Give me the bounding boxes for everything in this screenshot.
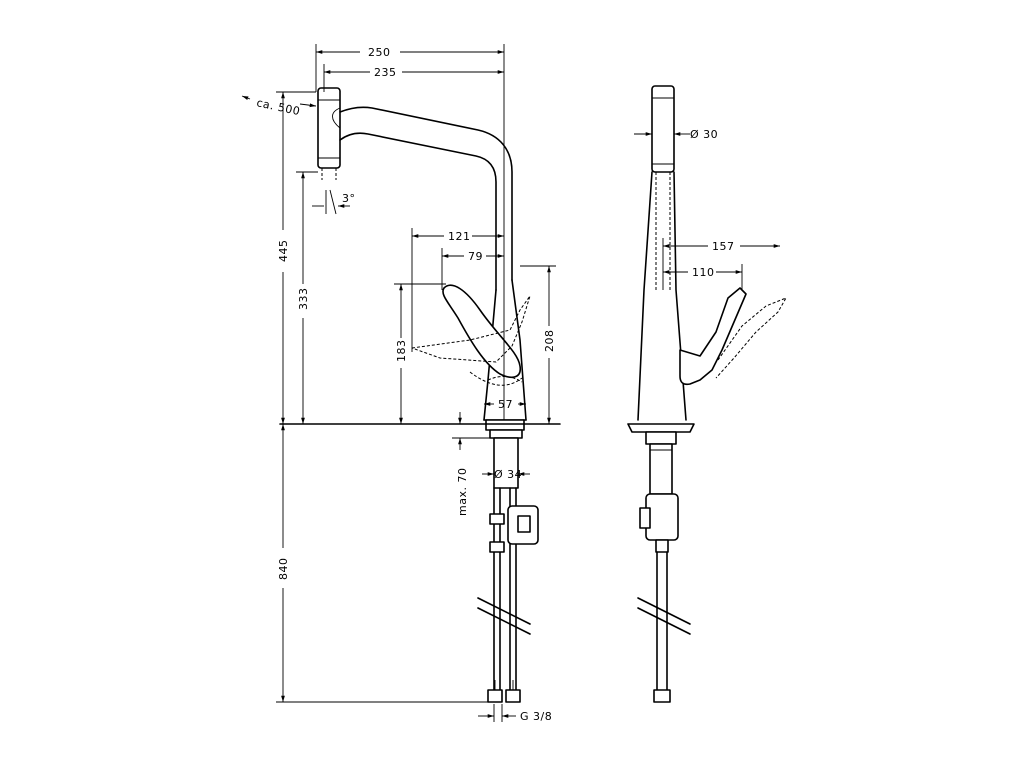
front-dimensions: 250 235 ca. 500 3° 445 333 121 xyxy=(241,44,556,723)
dim-ca500-label: ca. 500 xyxy=(255,96,301,118)
base-plate xyxy=(485,419,525,431)
dim-57-label: 57 xyxy=(498,398,513,411)
dim-208-label: 208 xyxy=(543,330,556,353)
dim-157-label: 157 xyxy=(712,240,735,253)
side-body xyxy=(637,171,687,421)
dim-121-label: 121 xyxy=(448,230,471,243)
side-lever xyxy=(679,287,747,386)
dim-840-label: 840 xyxy=(277,558,290,581)
dim-max70-label: max. 70 xyxy=(456,468,469,516)
dim-110-label: 110 xyxy=(692,266,715,279)
side-base-plate xyxy=(627,423,695,433)
side-spout-head xyxy=(651,85,675,173)
dim-dia30-label: Ø 30 xyxy=(690,128,718,141)
dim-445-label: 445 xyxy=(277,240,290,263)
dim-dia34-label: Ø 34 xyxy=(494,468,522,481)
dim-angle-label: 3° xyxy=(342,192,356,205)
lever-handle xyxy=(442,284,522,379)
dim-183-label: 183 xyxy=(395,340,408,363)
dim-250-label: 250 xyxy=(368,46,391,59)
dim-235-label: 235 xyxy=(374,66,397,79)
dim-333-label: 333 xyxy=(297,288,310,311)
side-dimensions: Ø 30 157 110 xyxy=(634,128,780,290)
mounting-shank xyxy=(493,437,519,489)
side-shank xyxy=(649,443,673,495)
dim-79-label: 79 xyxy=(468,250,483,263)
side-view xyxy=(627,85,788,703)
spout-arm xyxy=(339,106,513,281)
front-view xyxy=(279,87,561,703)
dim-g38-label: G 3/8 xyxy=(520,710,552,723)
